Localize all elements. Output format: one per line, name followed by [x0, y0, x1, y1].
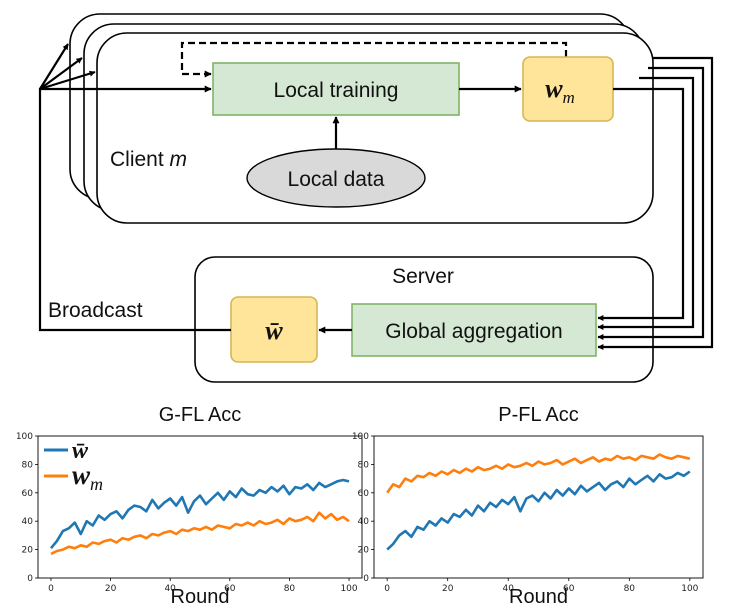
global-aggregation-label: Global aggregation	[385, 320, 562, 343]
y-tick-label: 40	[22, 517, 34, 527]
broadcast-arrow-3	[39, 70, 96, 91]
y-tick-label: 60	[22, 489, 34, 499]
dashed-feedback-arrow	[180, 41, 568, 78]
x-tick-label: 0	[48, 584, 54, 594]
broadcast-arrow-1	[39, 43, 69, 90]
y-tick-label: 0	[27, 574, 33, 584]
y-tick-label: 80	[358, 460, 370, 470]
x-tick-label: 60	[224, 584, 236, 594]
server-label: Server	[392, 265, 454, 288]
upload-line-1	[597, 87, 685, 321]
local-model-label: wm	[545, 74, 575, 107]
x-tick-label: 60	[563, 584, 575, 594]
x-axis-label: Round	[171, 586, 230, 608]
x-axis-label: Round	[509, 586, 568, 608]
x-tick-label: 20	[105, 584, 117, 594]
x-tick-label: 40	[164, 584, 176, 594]
x-tick-label: 100	[681, 584, 698, 594]
y-tick-label: 0	[363, 574, 369, 584]
x-tick-label: 40	[503, 584, 515, 594]
y-tick-label: 60	[358, 489, 370, 499]
series-line-1	[50, 511, 350, 556]
local-training-label: Local training	[274, 79, 399, 102]
y-tick-label: 20	[22, 546, 34, 556]
y-tick-label: 20	[358, 546, 370, 556]
global-aggregation-box	[351, 303, 597, 357]
y-tick-label: 100	[16, 432, 33, 442]
legend: w̄wm	[44, 438, 103, 494]
y-tick-label: 100	[352, 432, 369, 442]
series-line-0	[386, 470, 691, 551]
legend-label: wm	[72, 460, 103, 494]
client-label: Client m	[110, 148, 187, 171]
upload-line-3	[597, 66, 705, 340]
series-line-1	[386, 453, 691, 494]
broadcast-label: Broadcast	[48, 299, 143, 322]
global-model-label: w̄	[265, 316, 283, 345]
broadcast-arrow-2	[39, 57, 83, 90]
x-tick-label: 100	[340, 584, 357, 594]
plot-frame	[373, 435, 704, 579]
plot-frame	[37, 435, 363, 579]
local-training-box	[212, 62, 460, 116]
upload-line-4	[597, 56, 714, 350]
y-tick-label: 40	[358, 517, 370, 527]
upload-line-2	[597, 76, 695, 330]
chart-title: G-FL Acc	[159, 404, 242, 426]
series-line-0	[50, 478, 350, 550]
local-data-label: Local data	[288, 168, 385, 191]
x-tick-label: 20	[442, 584, 454, 594]
x-tick-label: 80	[284, 584, 296, 594]
chart-title: P-FL Acc	[498, 404, 578, 426]
x-tick-label: 80	[624, 584, 636, 594]
broadcast-line	[38, 85, 231, 332]
y-tick-label: 80	[22, 460, 34, 470]
legend-label: w̄	[72, 438, 89, 464]
x-tick-label: 0	[384, 584, 390, 594]
